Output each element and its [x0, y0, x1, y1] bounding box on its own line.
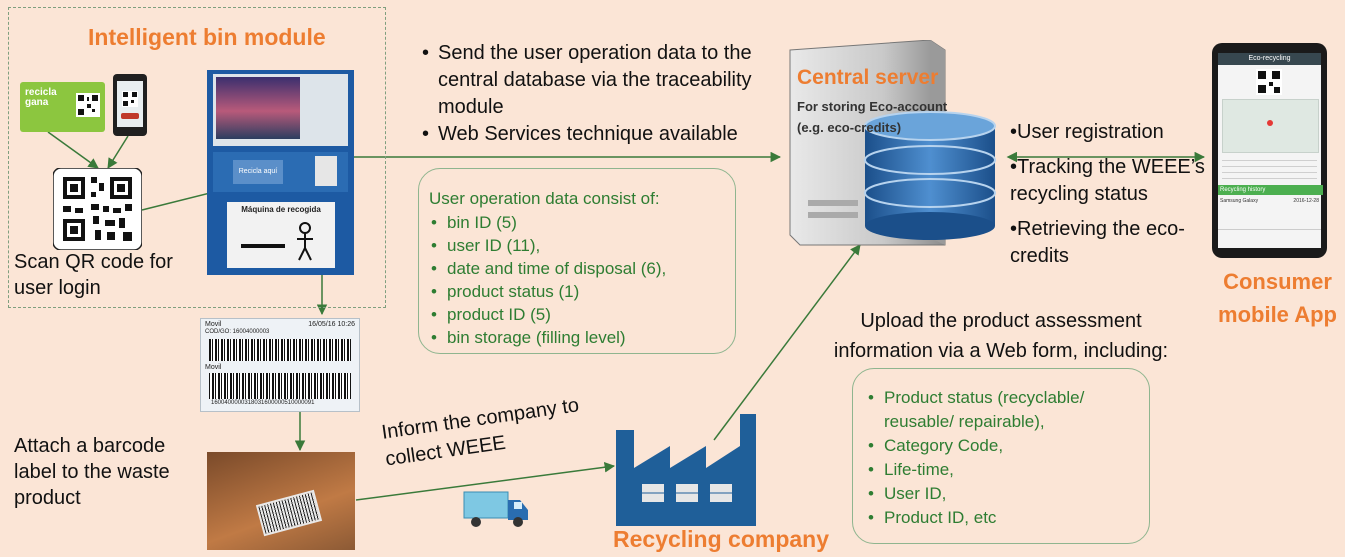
app-feature: •Tracking the WEEE’s recycling status: [1010, 156, 1205, 205]
factory-icon: [616, 414, 756, 526]
card-qr-icon: [76, 93, 100, 117]
central-server-title: Central server: [797, 66, 939, 89]
sign-table: [241, 244, 285, 248]
app-screen: Eco-recycling Recycling history Samsung …: [1218, 53, 1323, 248]
app-details: [1222, 155, 1317, 181]
intelligent-bin-module: [8, 7, 386, 308]
arrow-card-to-qr: [47, 131, 99, 169]
operation-data-item: bin storage (filling level): [431, 326, 731, 349]
assessment-item: Product ID, etc: [868, 506, 1138, 530]
app-history-date: 2016-12-28: [1293, 198, 1319, 204]
bin-sign-text: Máquina de recogida: [241, 205, 321, 214]
label-top-right: 16/05/16 10:26: [308, 321, 355, 328]
central-server-subtitle: For storing Eco-account (e.g. eco-credit…: [797, 99, 948, 135]
database-icon: [864, 111, 996, 240]
app-features: •User registration •Tracking the WEEE’s …: [1010, 119, 1205, 270]
app-feature: •Retrieving the eco-credits: [1010, 218, 1185, 267]
qr-code-icon: [53, 168, 142, 250]
app-map: [1222, 99, 1319, 153]
product-barcode: [255, 489, 323, 537]
consumer-app-title: Consumer mobile App: [1218, 269, 1337, 327]
bin-reader: [315, 156, 337, 186]
operation-data-item: product status (1): [431, 280, 731, 303]
app-feature: •User registration: [1010, 121, 1164, 143]
arrow-product-to-company: [355, 462, 616, 501]
consumer-app-phone: Eco-recycling Recycling history Samsung …: [1212, 43, 1327, 258]
bin-landscape: [216, 77, 300, 139]
app-history-label: Recycling history: [1218, 185, 1323, 195]
app-history-row: Samsung Galaxy 2016-12-28: [1220, 198, 1319, 204]
operation-data-heading: User operation data consist of:: [429, 189, 660, 208]
operation-data-item: product ID (5): [431, 303, 731, 326]
upload-text: Upload the product assessment informatio…: [833, 310, 1169, 362]
assessment-item: Product status (recyclable/ reusable/ re…: [868, 386, 1138, 434]
assessment-item: Life-time,: [868, 458, 1138, 482]
label-bottom-code: 1600400000318031600000510000091: [211, 400, 315, 406]
phone-image: [113, 74, 147, 136]
operation-data-item: bin ID (5): [431, 211, 731, 234]
barcode-bottom: [209, 373, 351, 399]
operation-data-item: user ID (11),: [431, 234, 731, 257]
label-mid: Movil: [205, 364, 222, 371]
label-top-left: Movil: [205, 321, 222, 328]
app-qr-icon: [1256, 69, 1282, 95]
card-logo: recicla gana: [25, 87, 57, 108]
operation-data-box: [418, 168, 736, 354]
barcode-top: [209, 339, 351, 361]
qr-caption: Scan QR code for user login: [14, 251, 173, 299]
send-bullets: Send the user operation data to the cent…: [422, 40, 767, 148]
central-server-icon: [789, 40, 996, 246]
arrow-phone-to-qr: [107, 135, 129, 169]
truck-icon: [463, 491, 528, 527]
send-bullet: Send the user operation data to the cent…: [422, 40, 767, 121]
assessment-list: Product status (recyclable/ reusable/ re…: [868, 386, 1138, 530]
person-icon: [297, 222, 313, 261]
waste-product-image: [207, 452, 355, 550]
arrow-company-to-server: [713, 244, 861, 441]
assessment-item: Category Code,: [868, 434, 1138, 458]
bin-machine-image: Recicla aquí Máquina de recogida: [207, 70, 354, 275]
label-code: COD/GO: 16004000003: [205, 329, 270, 335]
send-bullet: Web Services technique available: [422, 121, 767, 148]
bin-sign: Máquina de recogida: [227, 202, 335, 268]
app-history-item: Samsung Galaxy: [1220, 198, 1259, 204]
assessment-box: [852, 368, 1150, 544]
assessment-item: User ID,: [868, 482, 1138, 506]
operation-data-item: date and time of disposal (6),: [431, 257, 731, 280]
map-pin-icon: [1267, 120, 1273, 126]
phone-button: [121, 113, 139, 119]
app-bottom-nav: [1218, 229, 1321, 244]
operation-data-list: bin ID (5) user ID (11), date and time o…: [431, 211, 731, 349]
barcode-caption: Attach a barcode label to the waste prod…: [14, 435, 170, 509]
recycling-card-image: recicla gana: [20, 82, 105, 132]
module-title: Intelligent bin module: [88, 24, 326, 50]
barcode-label-image: Movil 16/05/16 10:26 COD/GO: 16004000003…: [200, 318, 360, 412]
recycling-company-title: Recycling company: [613, 526, 830, 552]
app-header: Eco-recycling: [1218, 53, 1321, 65]
phone-qr-icon: [122, 91, 138, 107]
bin-slot: Recicla aquí: [233, 160, 283, 184]
